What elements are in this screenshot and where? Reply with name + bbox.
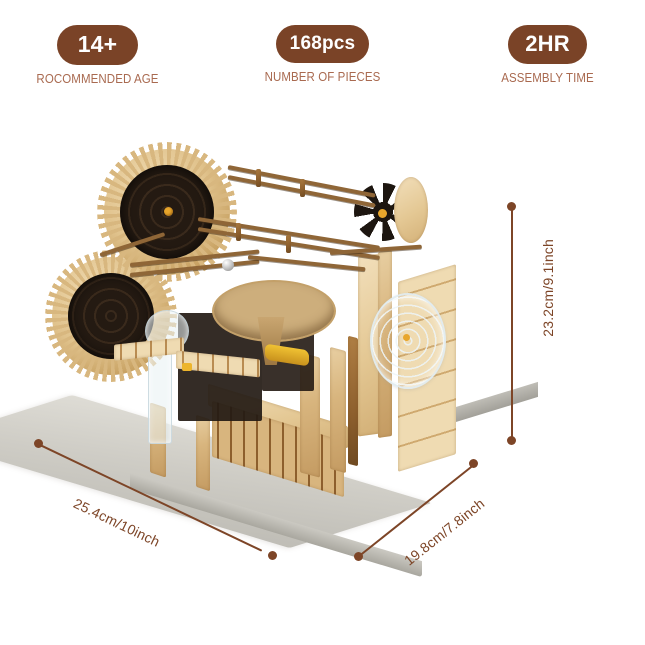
height-dimension-line	[511, 208, 513, 440]
spec-recommended-age: 14+ ROCOMMENDED AGE	[0, 25, 195, 86]
height-dimension-dot-bottom	[507, 436, 516, 445]
rail-post-2	[300, 179, 305, 197]
height-dimension-dot-top	[507, 202, 516, 211]
assembly-time-badge: 2HR	[508, 25, 587, 64]
marble-silver	[222, 259, 234, 271]
lift-marker-yellow	[182, 363, 192, 371]
number-of-pieces-label: NUMBER OF PIECES	[264, 70, 381, 84]
width-dimension-dot-end	[268, 551, 277, 560]
frame-post-left-2	[196, 414, 210, 492]
width-dimension-dot-start	[34, 439, 43, 448]
frame-post-center-2	[330, 346, 346, 474]
number-of-pieces-badge: 168pcs	[275, 25, 370, 63]
recommended-age-label: ROCOMMENDED AGE	[36, 72, 159, 86]
clear-spiral-wheel	[370, 293, 446, 389]
product-photo	[0, 105, 645, 645]
assembly-time-label: ASSEMBLY TIME	[501, 71, 594, 85]
depth-dimension-dot-start	[354, 552, 363, 561]
marble-orange	[164, 207, 173, 216]
rail-post-3	[236, 223, 241, 241]
recommended-age-badge: 14+	[56, 25, 139, 65]
drive-gear-hub	[378, 209, 387, 218]
clear-lift-tube	[148, 350, 172, 444]
frame-post-center-3	[348, 335, 358, 467]
spec-number-of-pieces: 168pcs NUMBER OF PIECES	[200, 25, 445, 84]
track-rail-to-funnel	[247, 255, 366, 272]
drive-gear-wood-backing	[394, 177, 428, 243]
spec-badge-row: 14+ ROCOMMENDED AGE 168pcs NUMBER OF PIE…	[0, 0, 645, 105]
spec-assembly-time: 2HR ASSEMBLY TIME	[450, 25, 645, 85]
depth-dimension-dot-end	[469, 459, 478, 468]
height-dimension-label: 23.2cm/9.1inch	[540, 239, 556, 337]
rail-post-4	[286, 235, 291, 253]
clear-wheel-hub	[403, 334, 410, 341]
rail-post-1	[256, 169, 261, 187]
